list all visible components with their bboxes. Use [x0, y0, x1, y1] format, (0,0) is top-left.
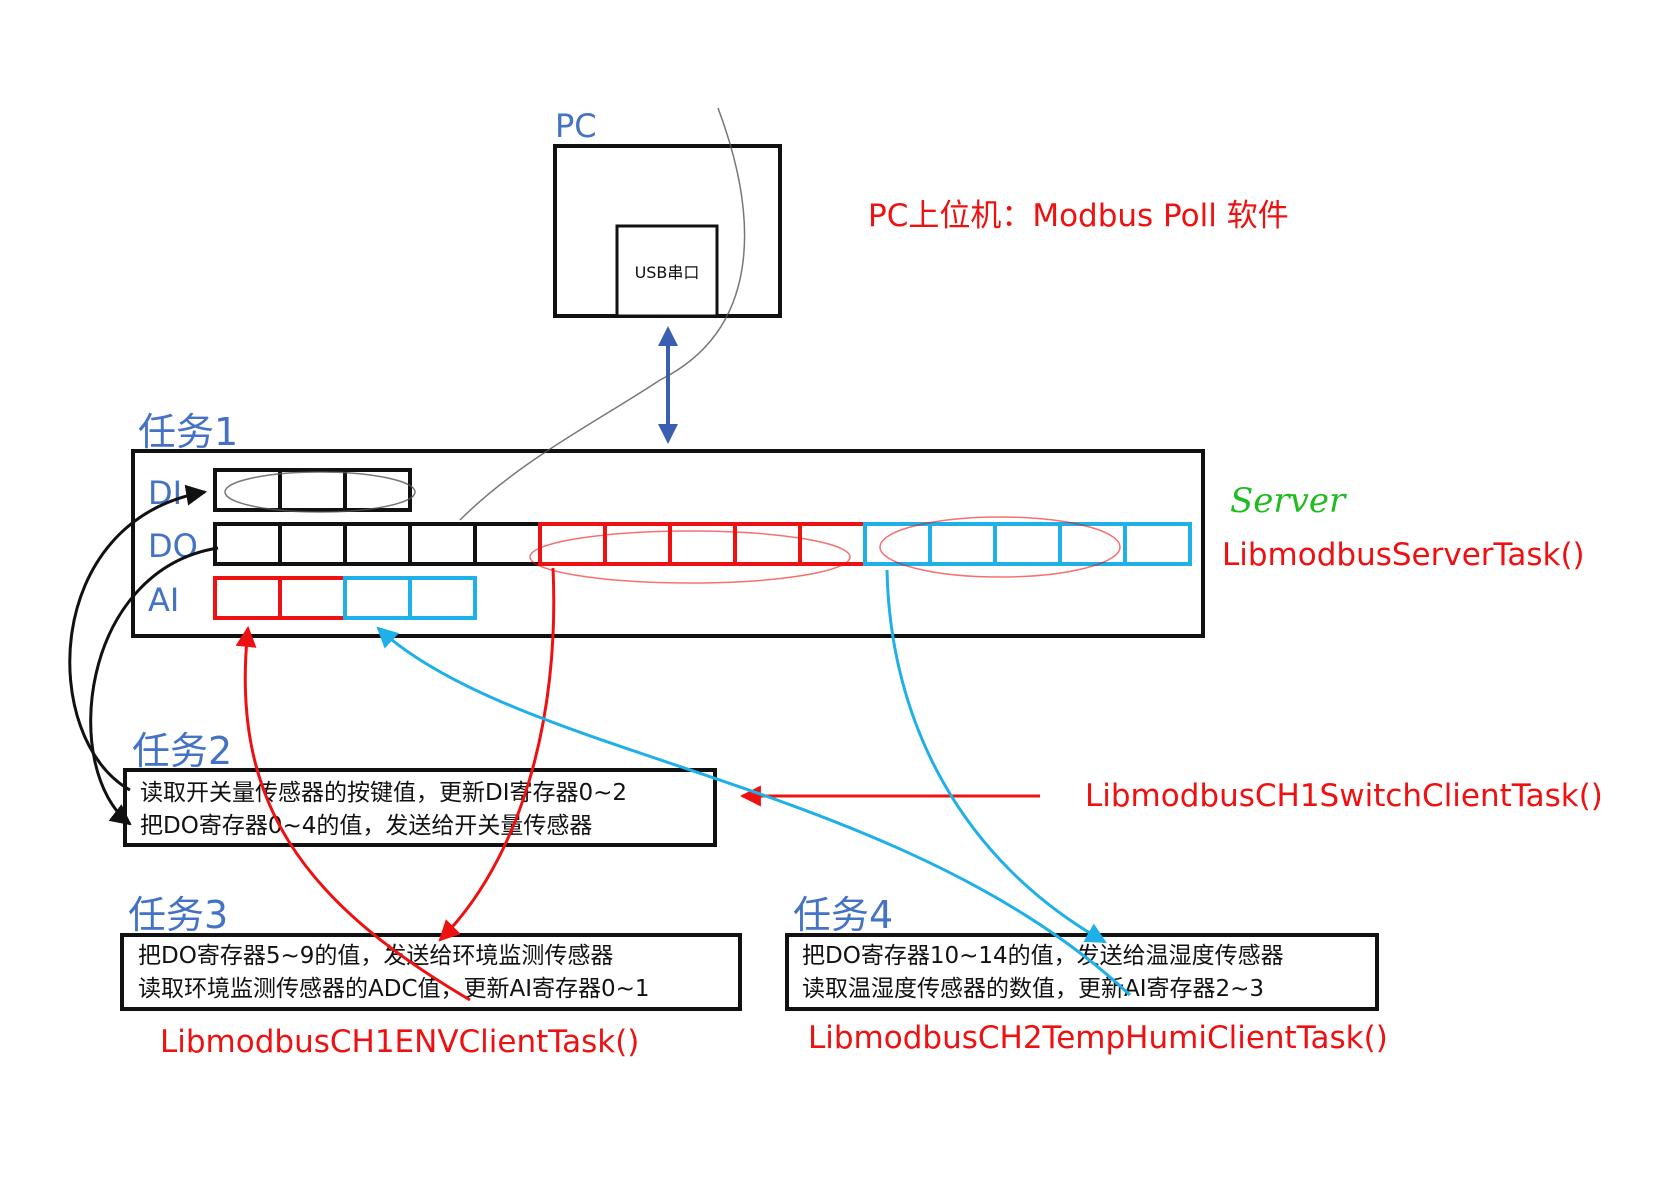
task2-di-arrow	[68, 484, 208, 792]
task3-do-arrow	[438, 567, 556, 942]
task4-function: LibmodbusCH2TempHumiClientTask()	[808, 1020, 1388, 1056]
task4-label: 任务4	[793, 893, 893, 937]
do-register-cell	[928, 522, 997, 566]
task3-function: LibmodbusCH1ENVClientTask()	[160, 1024, 639, 1060]
do-register-cell	[1058, 522, 1127, 566]
do-register-cell	[213, 522, 282, 566]
do-register-cell	[343, 522, 412, 566]
pencil-sketch-circle	[224, 471, 416, 513]
pencil-sketch-line	[459, 107, 746, 521]
task3-label: 任务3	[128, 893, 228, 937]
ai-register-cell	[408, 576, 477, 620]
usb-serial-label: USB串口	[635, 263, 700, 282]
task3-box	[120, 933, 742, 1011]
di-register-cell	[278, 468, 347, 512]
do-register-cell	[668, 522, 737, 566]
server-task-function: LibmodbusServerTask()	[1222, 537, 1585, 573]
task1-label: 任务1	[138, 410, 238, 454]
task2-function: LibmodbusCH1SwitchClientTask()	[1085, 778, 1603, 814]
register-rows	[213, 468, 1192, 620]
task2-do-arrow	[89, 546, 219, 826]
do-row-label: DO	[148, 527, 198, 565]
task4-line1: 把DO寄存器10~14的值，发送给温湿度传感器	[802, 943, 1284, 969]
task3-line1: 把DO寄存器5~9的值，发送给环境监测传感器	[138, 943, 613, 969]
do-register-cell	[798, 522, 867, 566]
do-red-sketch-circle	[529, 530, 851, 584]
pc-software-note: PC上位机：Modbus Poll 软件	[868, 198, 1289, 234]
di-register-cell	[343, 468, 412, 512]
task2-line1: 读取开关量传感器的按键值，更新DI寄存器0~2	[140, 780, 627, 806]
task4-ai-arrow	[376, 626, 1132, 997]
ai-register-cell	[213, 576, 282, 620]
usb-serial-box	[615, 224, 719, 318]
task4-do-arrow	[885, 569, 1107, 944]
pc-label: PC	[555, 107, 597, 145]
task3-line2: 读取环境监测传感器的ADC值，更新AI寄存器0~1	[138, 976, 650, 1002]
task4-box	[785, 933, 1379, 1011]
do-register-cell	[408, 522, 477, 566]
do-register-cell	[278, 522, 347, 566]
task2-line2: 把DO寄存器0~4的值，发送给开关量传感器	[140, 813, 592, 839]
do-register-cell	[993, 522, 1062, 566]
do-register-cell	[863, 522, 932, 566]
ai-register-cell	[343, 576, 412, 620]
server-box	[131, 449, 1205, 638]
do-register-cell	[1123, 522, 1192, 566]
do-register-cell	[733, 522, 802, 566]
server-handwritten-note: Server	[1230, 481, 1347, 521]
do-register-cell	[603, 522, 672, 566]
ai-row-label: AI	[148, 581, 179, 619]
do-blue-sketch-circle	[879, 516, 1121, 578]
task3-ai-arrow	[235, 625, 471, 1002]
di-row-label: DI	[148, 474, 182, 512]
task2-label: 任务2	[132, 729, 232, 773]
ai-register-cell	[278, 576, 347, 620]
task4-line2: 读取温湿度传感器的数值，更新AI寄存器2~3	[802, 976, 1264, 1002]
